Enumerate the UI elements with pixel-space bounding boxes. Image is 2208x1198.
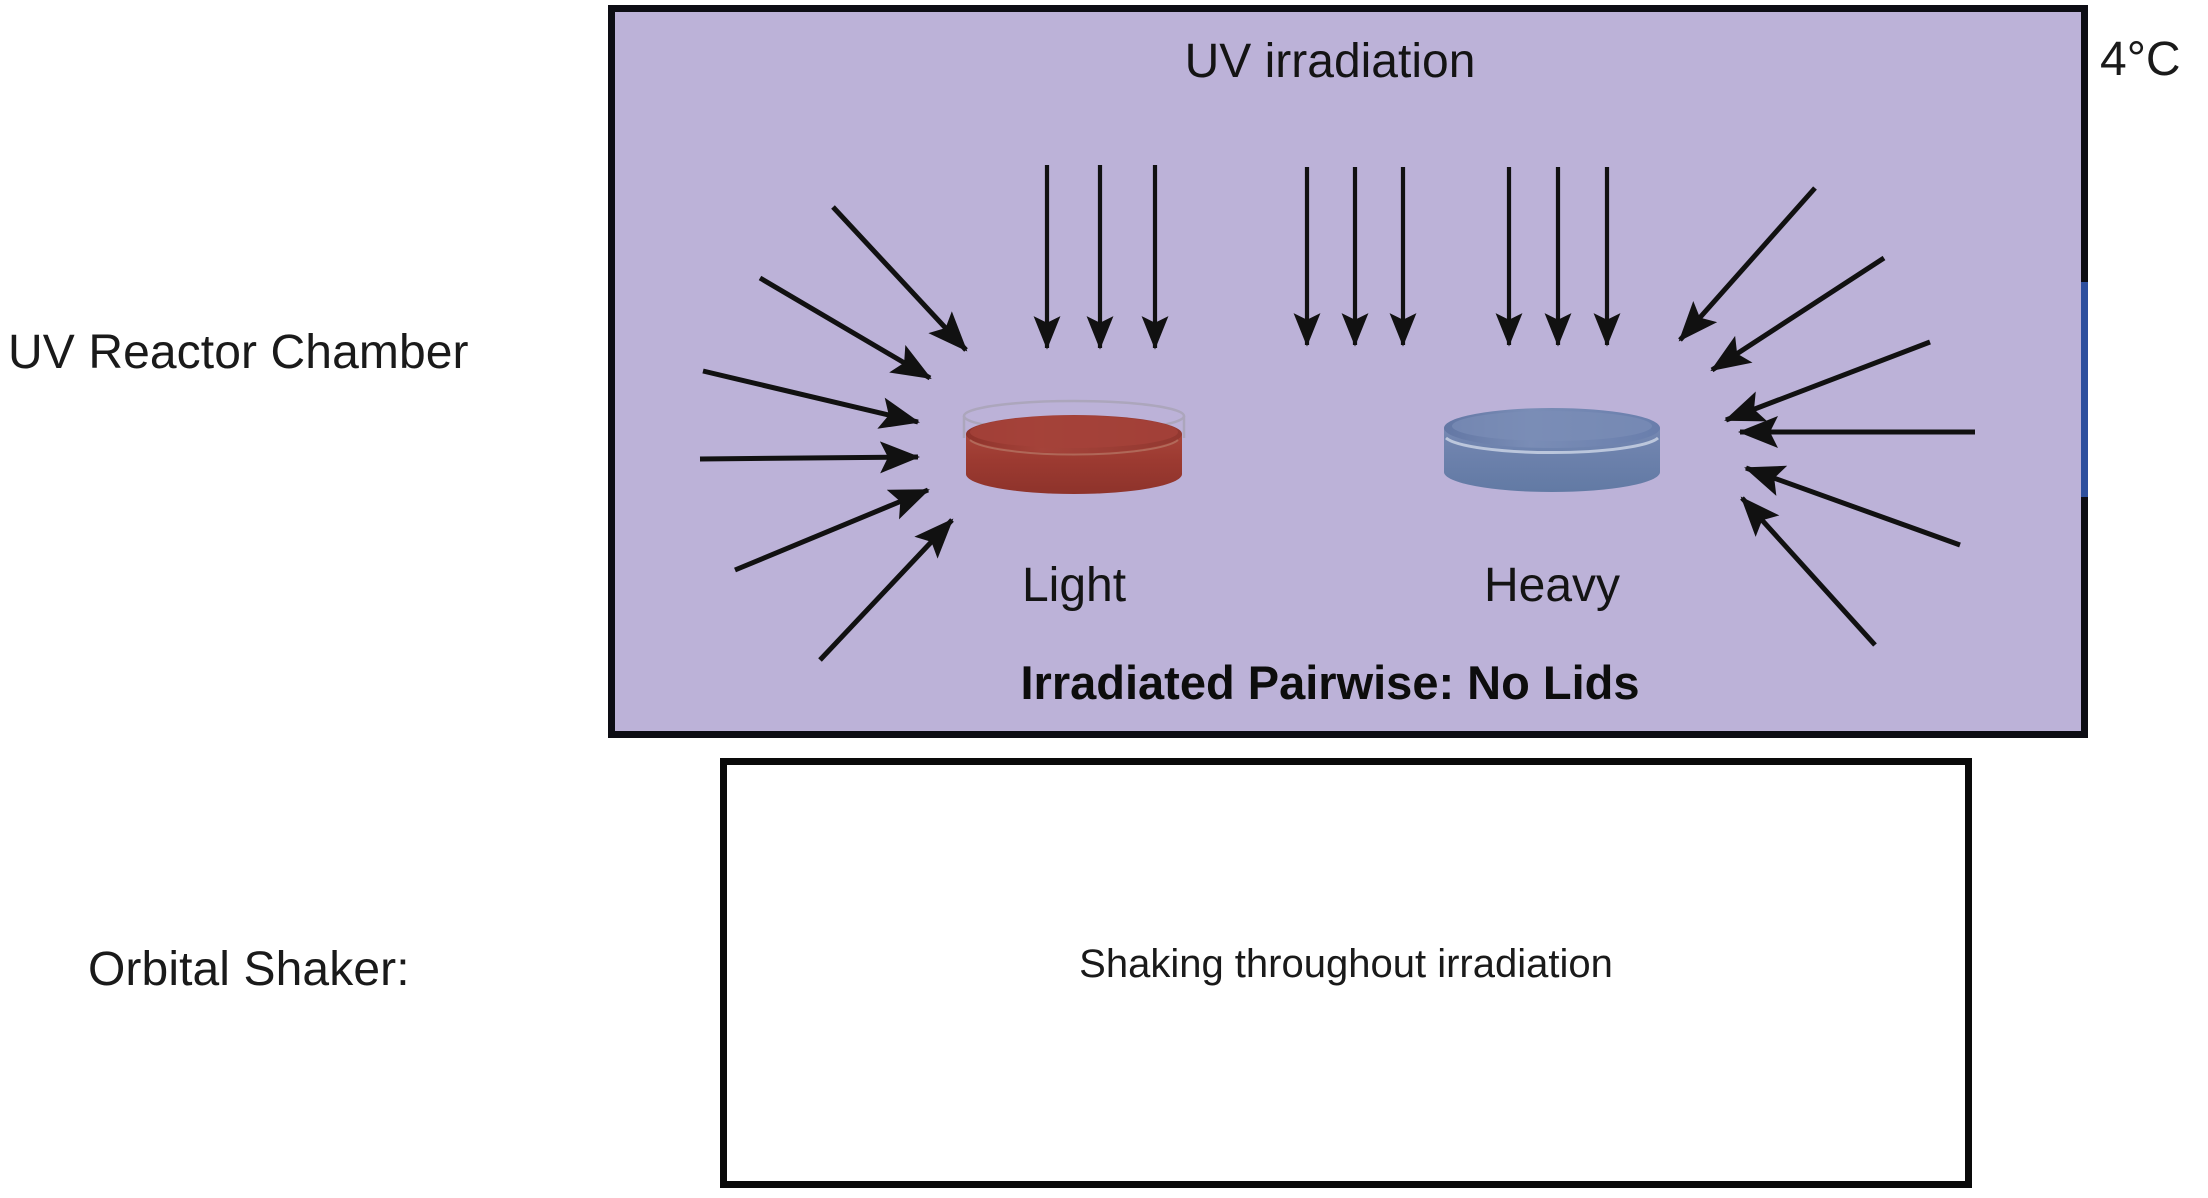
orbital-shaker-text: Shaking throughout irradiation — [1079, 942, 1613, 986]
pairwise-note: Irradiated Pairwise: No Lids — [615, 655, 2081, 710]
pairwise-note-text: Irradiated Pairwise: No Lids — [1020, 656, 1640, 709]
petri-dish-heavy-icon — [1444, 408, 1660, 492]
chamber-edge-handle[interactable] — [2081, 282, 2088, 497]
petri-dish-light: Light — [958, 398, 1190, 612]
uv-reactor-chamber-label: UV Reactor Chamber — [8, 326, 469, 379]
uv-irradiation-title: UV irradiation — [615, 34, 2081, 89]
uv-irradiation-title-text: UV irradiation — [1184, 35, 1476, 88]
orbital-shaker-label: Orbital Shaker: — [88, 943, 410, 996]
uv-reactor-chamber: UV irradiation Irradiated Pairwise: No L… — [608, 5, 2088, 738]
petri-dish-light-icon — [962, 399, 1186, 494]
petri-dish-heavy: Heavy — [1436, 398, 1668, 612]
petri-dish-light-caption: Light — [1021, 559, 1127, 612]
temperature-badge: 4°C — [2100, 33, 2181, 86]
orbital-shaker-box: Shaking throughout irradiation — [720, 758, 1972, 1188]
petri-dish-heavy-caption: Heavy — [1483, 559, 1621, 612]
